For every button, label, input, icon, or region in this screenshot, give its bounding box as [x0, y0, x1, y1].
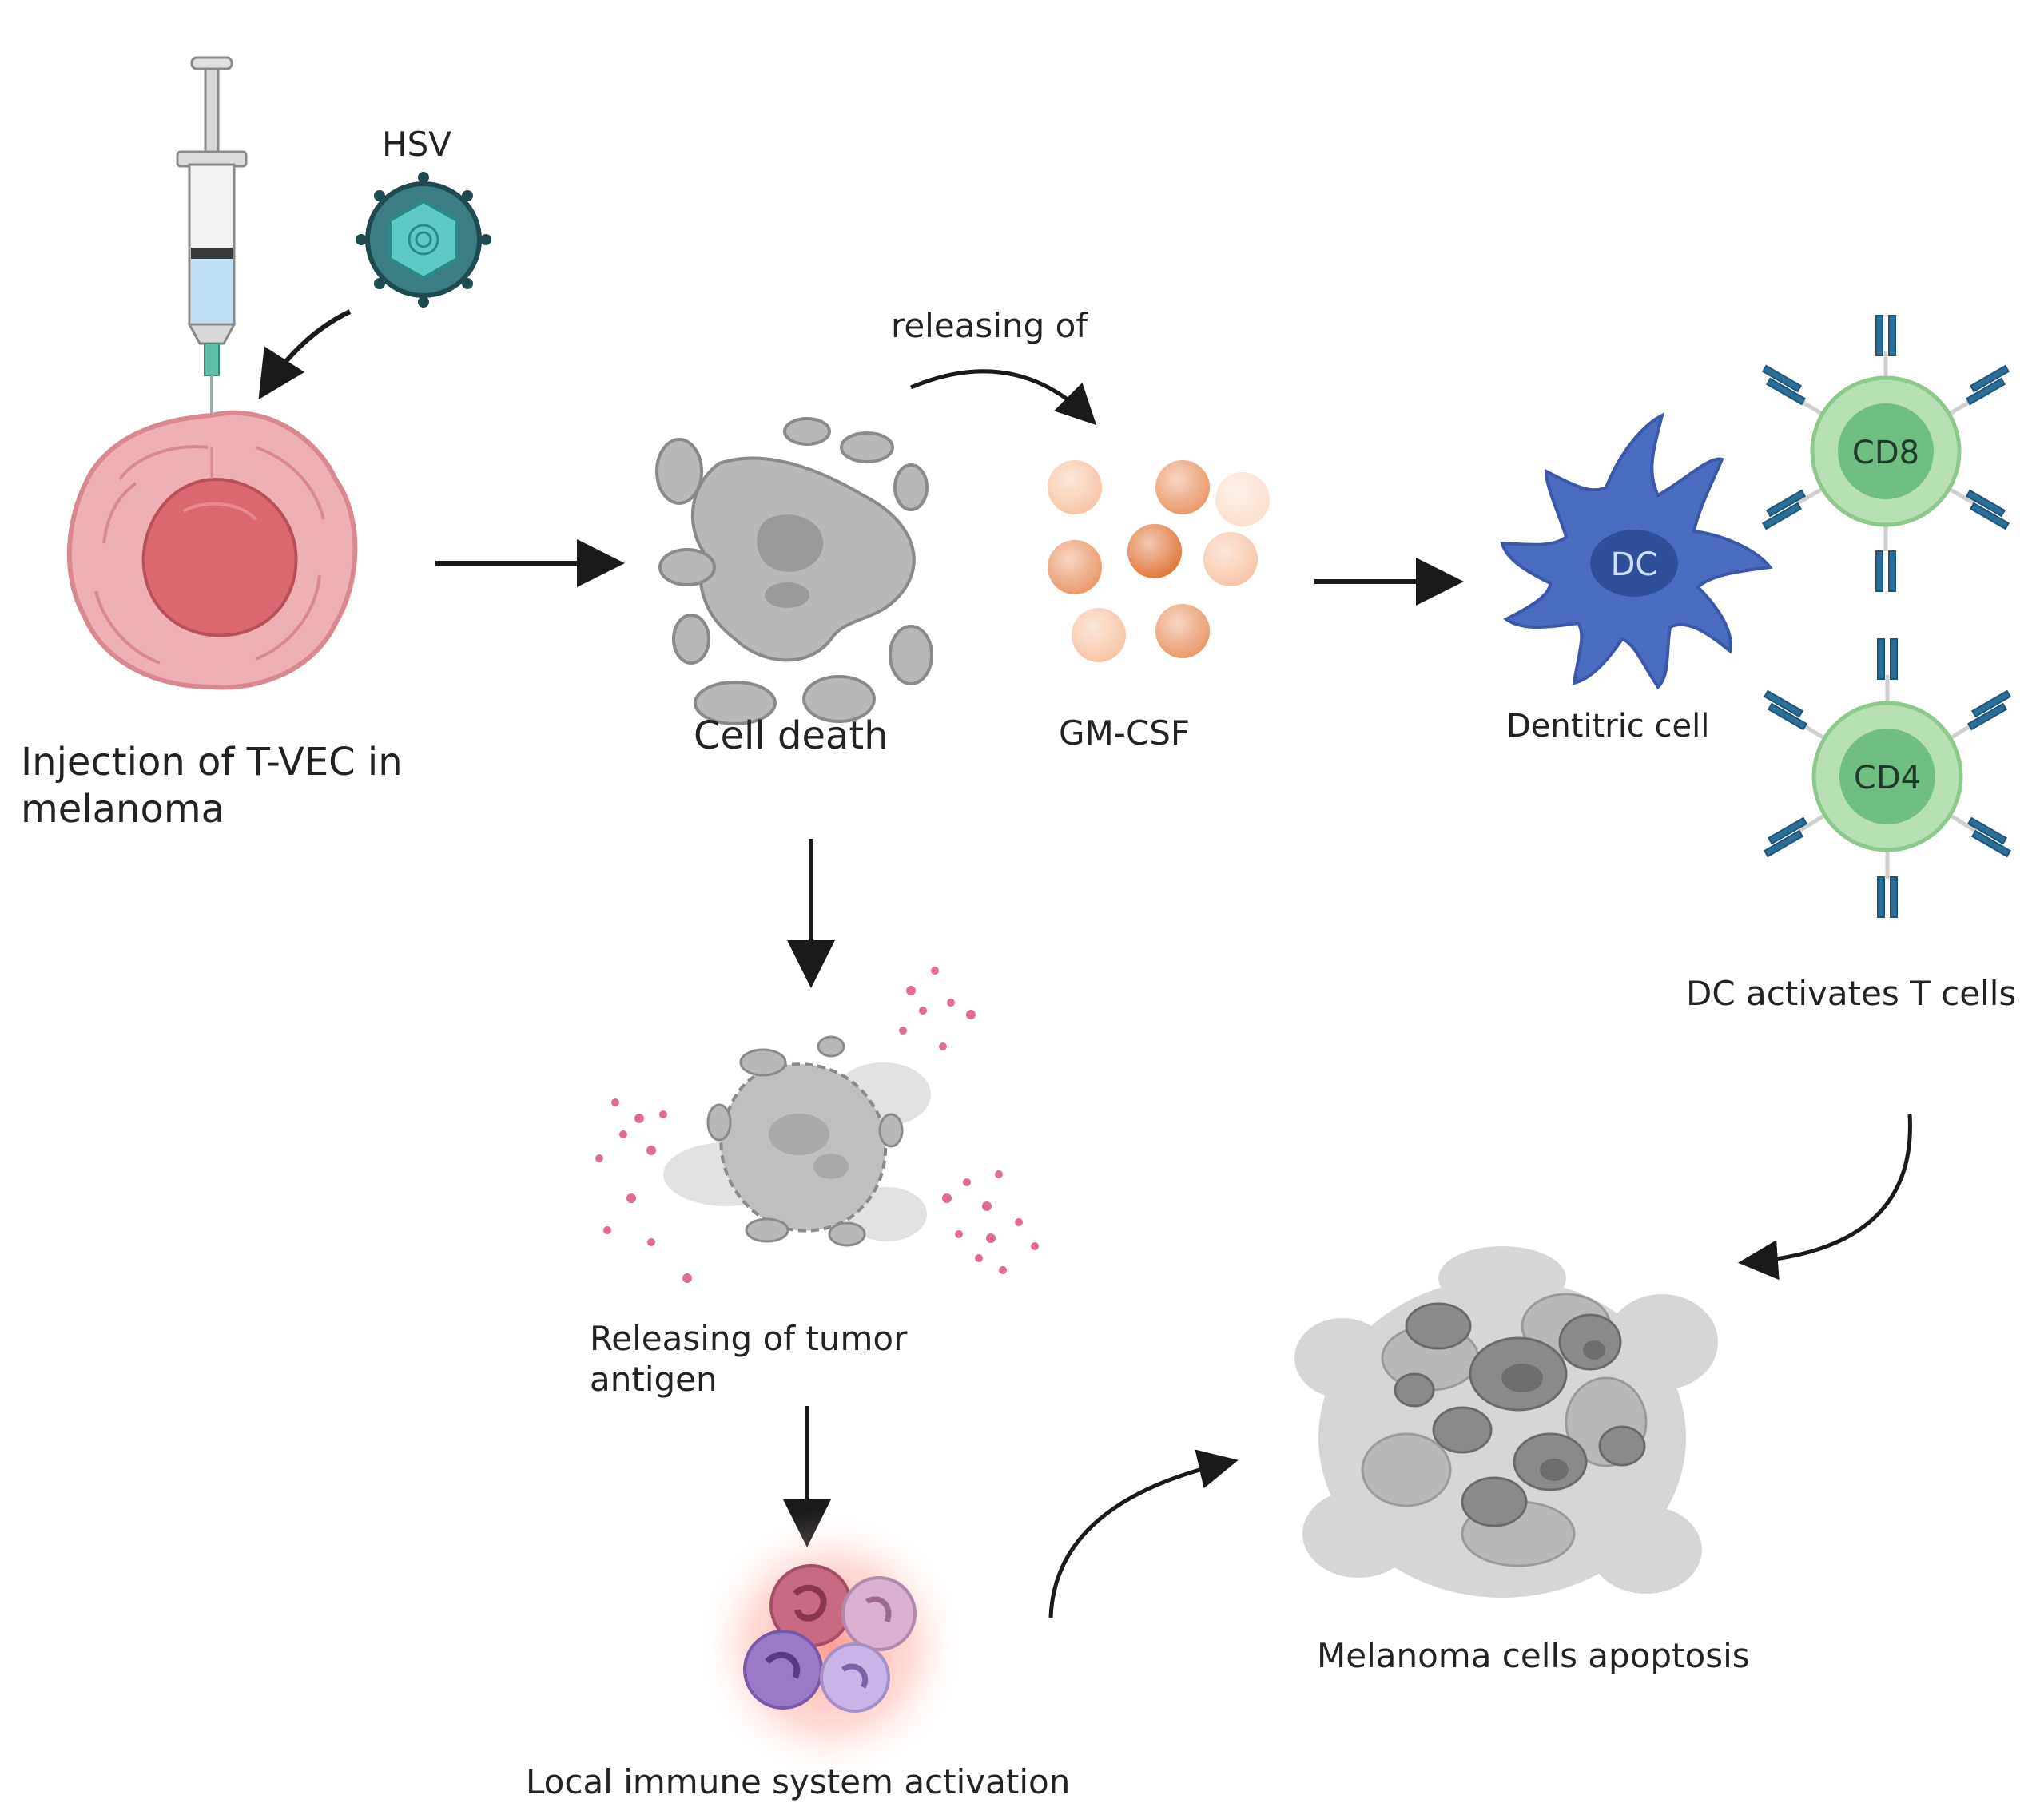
- syringe-icon: [176, 56, 248, 447]
- cd8-t-cell-icon: [1761, 315, 2010, 592]
- cd4-label: CD4: [1854, 760, 1921, 796]
- tumor-antigen-release-icon: [595, 967, 1039, 1283]
- apoptosis-label: Melanoma cells apoptosis: [1317, 1636, 1750, 1675]
- releasing-arrow: [910, 369, 1097, 426]
- cell-death-label: Cell death: [694, 713, 889, 758]
- tumor-antigen-label: Releasing of tumor antigen: [590, 1319, 908, 1400]
- dc-activates-label: DC activates T cells: [1686, 974, 2017, 1013]
- immune-cells-icon: [695, 1510, 967, 1781]
- hsv-to-tumor-arrow: [258, 309, 352, 400]
- immune-activation-label: Local immune system activation: [526, 1762, 1071, 1801]
- arrow-immune-to-apoptosis: [1048, 1449, 1239, 1618]
- melanoma-apoptosis-icon: [1294, 1246, 1718, 1598]
- hsv-virus-icon: [356, 172, 491, 308]
- dendritic-cell-icon: [1500, 412, 1773, 690]
- cell-death-nucleus: [757, 514, 823, 608]
- tumor-cell-icon: [66, 410, 358, 690]
- cd8-label: CD8: [1852, 435, 1919, 471]
- releasing-of-label: releasing of: [891, 306, 1088, 345]
- arrow-tcells-to-apoptosis: [1738, 1114, 1912, 1281]
- gm-csf-label: GM-CSF: [1059, 713, 1191, 753]
- gm-csf-molecules-icon: [1048, 460, 1270, 662]
- dentritic-cell-label: Dentitric cell: [1506, 708, 1710, 745]
- dc-label: DC: [1611, 546, 1658, 583]
- hsv-label: HSV: [382, 125, 451, 164]
- cd4-t-cell-icon: [1763, 638, 2012, 918]
- injection-label: Injection of T-VEC in melanoma: [21, 740, 403, 832]
